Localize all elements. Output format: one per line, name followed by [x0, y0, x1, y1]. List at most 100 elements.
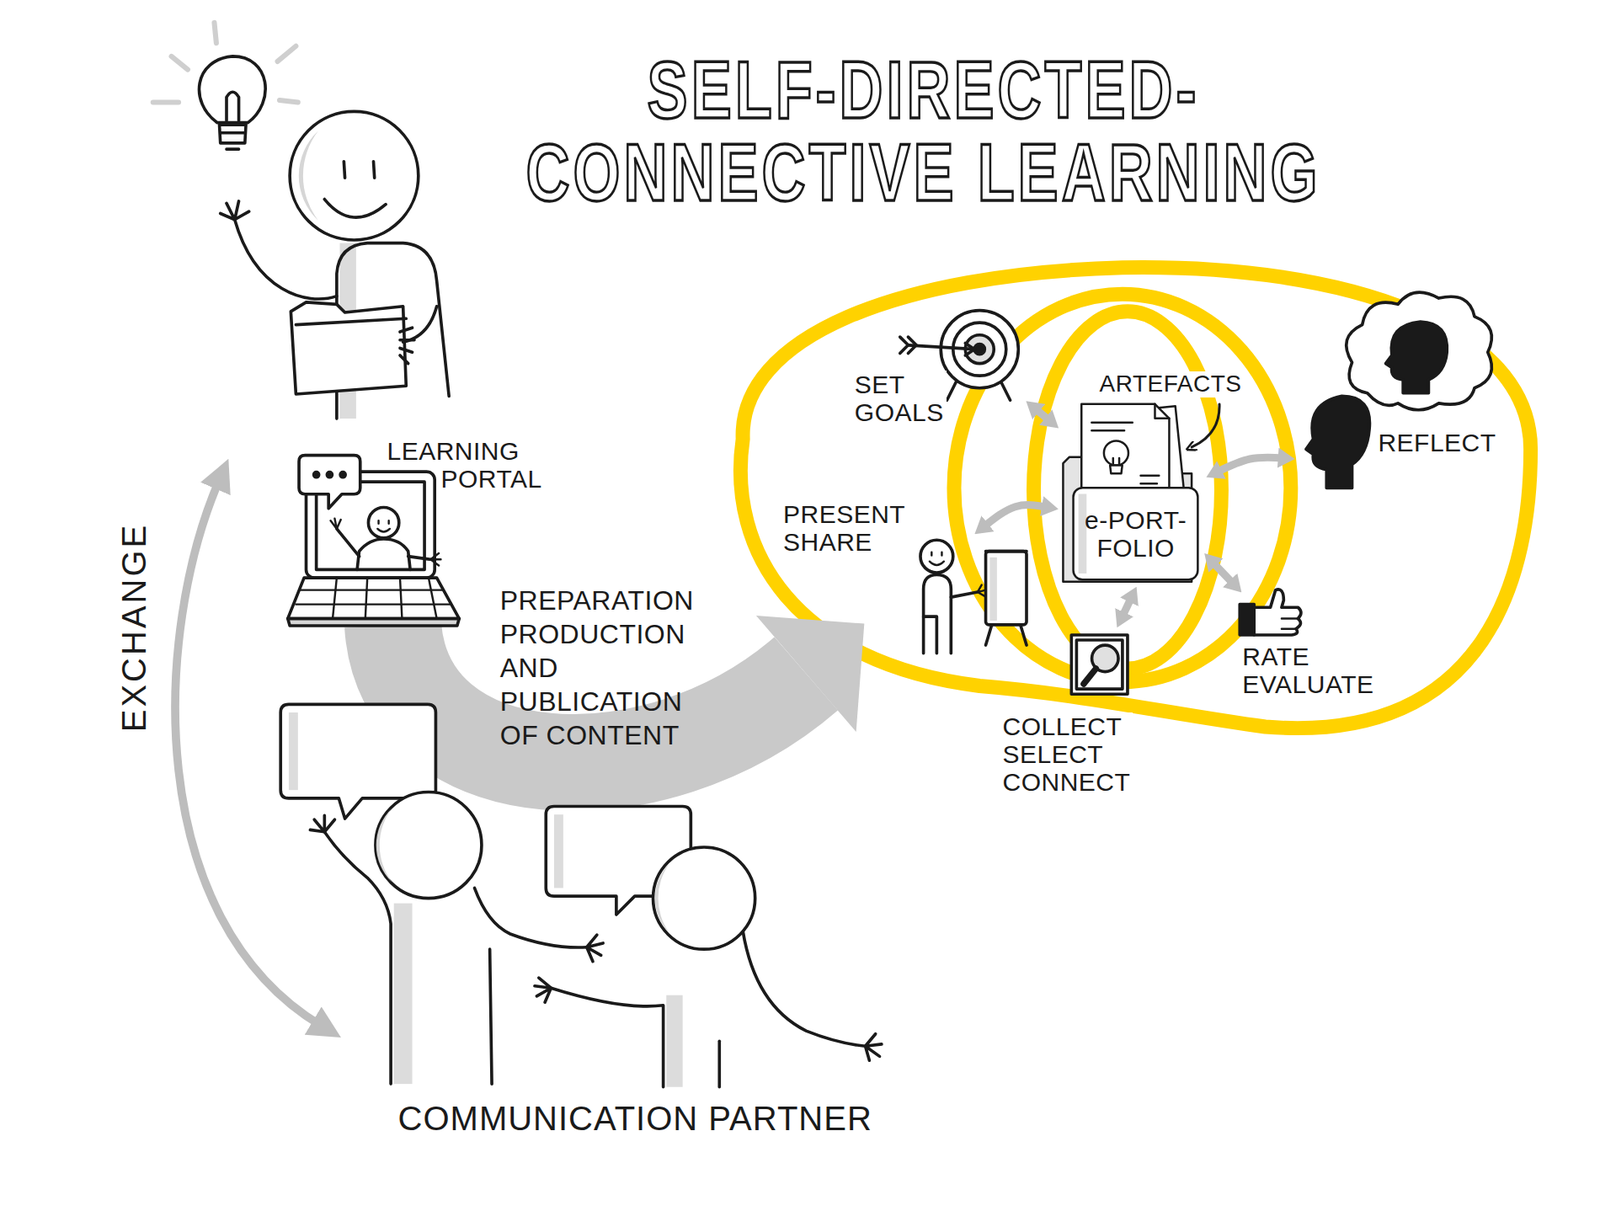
- presenter-icon: [986, 551, 1027, 625]
- learner-figure: [220, 201, 250, 220]
- folder-outline: [1092, 422, 1160, 485]
- laptop-icon: [314, 472, 320, 478]
- presenter-icon: [950, 592, 978, 598]
- presenter-icon: [923, 616, 938, 654]
- laptop-icon: [295, 590, 450, 605]
- light-ray: [213, 22, 216, 43]
- leader-arrow: [1191, 404, 1220, 448]
- double-arrow: [983, 505, 1047, 528]
- presenter-icon: [989, 557, 997, 621]
- presenter-icon: [977, 585, 987, 597]
- learner-figure: [343, 161, 374, 178]
- double-arrow: [1212, 561, 1234, 584]
- target-icon: [965, 342, 975, 356]
- reflect-icon: [1386, 321, 1448, 394]
- partner-figure: [474, 887, 587, 948]
- folder-outline: [1155, 404, 1170, 419]
- spiral-ring: [1033, 311, 1222, 669]
- learner-figure: [295, 318, 406, 325]
- laptop-icon: [326, 472, 332, 478]
- double-arrow: [1121, 597, 1131, 617]
- folder-node: e-PORT- FOLIO: [1061, 400, 1202, 584]
- partner-figure: [490, 949, 492, 1084]
- learner-figure: [298, 130, 319, 221]
- node-label: PRESENT SHARE: [780, 500, 908, 556]
- node-label: RATE EVALUATE: [1239, 642, 1376, 699]
- partner-figure: [375, 792, 482, 899]
- partner-figure: [534, 977, 551, 1003]
- reflect-icon: [1306, 292, 1492, 488]
- folder-outline: [1073, 487, 1199, 580]
- idea-bulb: [199, 56, 267, 123]
- laptop-icon: [288, 577, 460, 619]
- presenter-icon: [986, 551, 1027, 646]
- laptop-icon: [288, 455, 460, 626]
- reflect-icon: [1346, 292, 1493, 411]
- learner-figure: [403, 306, 438, 342]
- learner-figure: [400, 327, 415, 363]
- node-label: SET GOALS: [852, 370, 947, 427]
- annotation-label: PREPARATION PRODUCTION AND PUBLICATION O…: [500, 583, 698, 752]
- light-ray: [277, 46, 297, 62]
- laptop-icon: [377, 520, 390, 532]
- laptop-icon: [368, 506, 399, 538]
- learner-figure: [324, 199, 386, 219]
- thumbs-icon: [1281, 618, 1298, 630]
- presenter-icon: [923, 574, 952, 653]
- presenter-icon: [920, 539, 1027, 654]
- folder-outline: [1078, 493, 1088, 574]
- learner-figure: [234, 219, 337, 299]
- laptop-icon: [288, 618, 460, 626]
- idea-bulb: [226, 91, 240, 121]
- magnifier-icon: [1071, 634, 1128, 694]
- learner-figure: [220, 111, 449, 419]
- thumbs-icon: [1239, 604, 1254, 635]
- partner-figure: [742, 930, 865, 1046]
- presenter-icon: [920, 539, 954, 573]
- thumbs-icon: [1253, 589, 1302, 635]
- annotation-label: COMMUNICATION PARTNER: [398, 1099, 873, 1137]
- icon-node: RATE EVALUATE: [1237, 594, 1383, 705]
- partner-figure: [394, 903, 413, 1084]
- annotation-label: LEARNING PORTAL: [440, 437, 592, 493]
- magnifier-icon: [1083, 668, 1097, 684]
- double-arrow: [1034, 408, 1050, 421]
- speech-bubble: [288, 712, 299, 790]
- laptop-icon: [298, 455, 361, 509]
- icon-node: SET GOALS: [849, 306, 1024, 438]
- partner-figure: [376, 808, 393, 882]
- node-label: e-PORT- FOLIO: [1073, 506, 1199, 562]
- learner-figure: [290, 302, 406, 395]
- partner-figure: [309, 815, 335, 832]
- partner-figure: [666, 995, 683, 1088]
- idea-bulb: [153, 22, 299, 150]
- laptop-icon: [340, 472, 346, 478]
- laptop-icon: [332, 577, 438, 619]
- double-arrow: [1216, 457, 1284, 472]
- partner-figure: [653, 847, 756, 950]
- magnifier-icon: [1076, 640, 1123, 689]
- partner-figure: [550, 987, 663, 1088]
- partner-figure: [655, 863, 670, 933]
- icon-node: PRESENT SHARE: [778, 497, 971, 656]
- folder-outline: [1104, 440, 1129, 465]
- process-arrow: [756, 615, 864, 732]
- target-icon: [974, 344, 985, 355]
- icon-node: COLLECT SELECT CONNECT: [997, 630, 1140, 817]
- laptop-icon: [357, 538, 411, 570]
- laptop-icon: [336, 528, 431, 560]
- target-icon: [907, 345, 975, 350]
- annotation-label: EXCHANGE: [116, 522, 154, 733]
- diagram-title: SELF-DIRECTED- CONNECTIVE LEARNING: [502, 48, 1345, 213]
- laptop-icon: [330, 518, 442, 566]
- partner-figure: [865, 1034, 882, 1062]
- partner-figure: [309, 792, 882, 1088]
- light-ray: [171, 56, 188, 70]
- partner-figure: [586, 934, 603, 962]
- idea-bulb: [220, 133, 246, 150]
- thumbs-icon: [1239, 589, 1302, 635]
- magnifier-icon: [1071, 634, 1128, 694]
- presenter-icon: [929, 552, 944, 566]
- figures: [153, 22, 1493, 1088]
